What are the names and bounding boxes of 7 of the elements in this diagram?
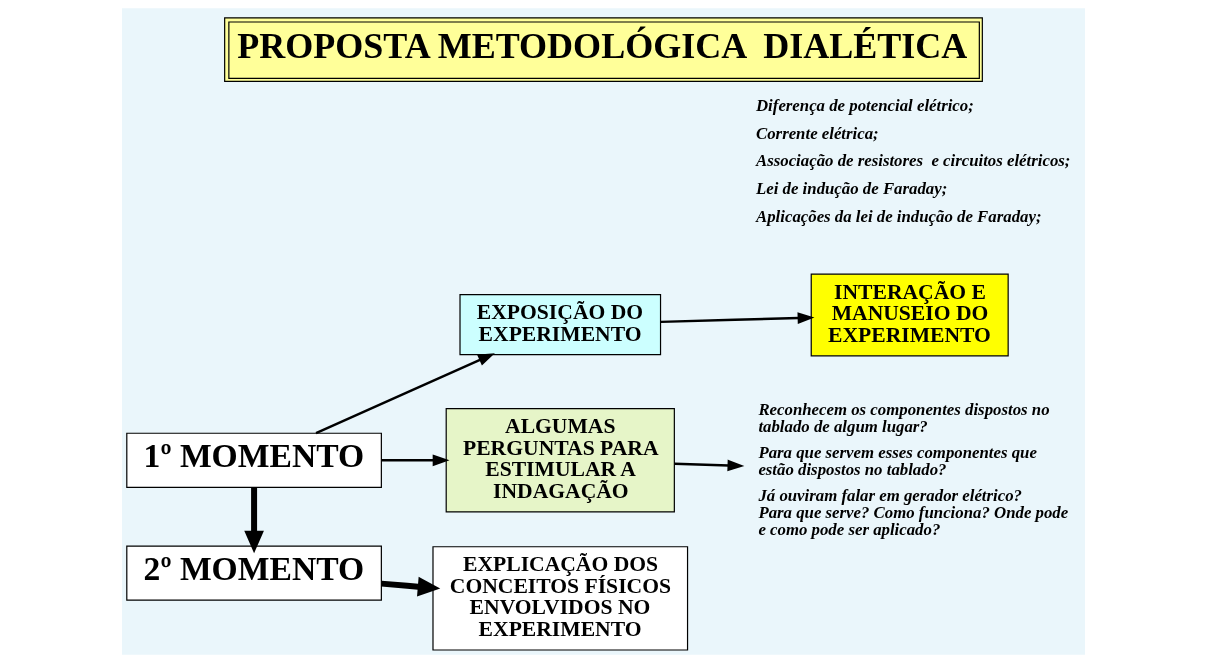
diagram-title: PROPOSTA METODOLÓGICA DIALÉTICA xyxy=(236,26,967,67)
label: Diferença de potencial elétrico; xyxy=(755,96,974,116)
label: Associação de resistores e circuitos elétricos; xyxy=(755,151,1070,171)
label: Aplicações da lei de indução de Faraday; xyxy=(755,206,1042,226)
label: Lei de indução de Faraday; xyxy=(755,178,947,198)
node-text: Reconhecem os componentes dispostos no tablado de algum lugar? Para que servem esses componentes que estão dispostos no tablado? Já ouviram falar em gerador elétrico? Para que serve? Como funciona? Onde pode e como pode ser aplicado? xyxy=(757,399,1068,539)
label: Corrente elétrica; xyxy=(755,123,879,143)
